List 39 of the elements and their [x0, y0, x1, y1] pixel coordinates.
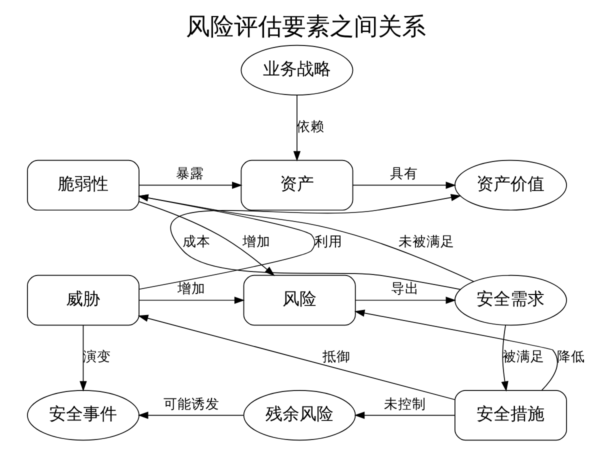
edge-label: 未控制 — [384, 396, 426, 412]
edge-label: 导出 — [391, 281, 420, 298]
arrow — [138, 194, 474, 282]
node-ellipse: 残余风险 — [243, 390, 356, 441]
edge-label: 利用 — [314, 234, 343, 250]
arrow — [354, 310, 558, 391]
arrow — [293, 94, 301, 162]
node-box: 威胁 — [27, 274, 140, 326]
arrow — [501, 324, 508, 392]
edge-label: 可能诱发 — [163, 396, 220, 412]
arrow — [138, 194, 316, 290]
node-ellipse: 业务战略 — [240, 44, 354, 96]
edge-label: 降低 — [556, 349, 585, 366]
arrow — [80, 325, 87, 392]
arrow — [355, 296, 456, 304]
edge-label: 增加 — [242, 234, 271, 250]
arrow — [138, 182, 242, 189]
node-box: 资产 — [240, 160, 354, 211]
arrow — [352, 182, 456, 189]
node-ellipse: 安全需求 — [454, 274, 567, 326]
edge-label: 暴露 — [176, 166, 204, 182]
arrow — [354, 412, 456, 419]
edge-label: 演变 — [82, 349, 111, 366]
node-box: 脆弱性 — [27, 160, 140, 211]
node-box: 风险 — [243, 274, 356, 326]
arrow — [138, 296, 245, 304]
edge-label: 被满足 — [502, 349, 545, 366]
edge-label: 具有 — [390, 166, 418, 182]
edge-label: 抵御 — [322, 349, 350, 366]
arrow — [170, 194, 462, 290]
node-box: 安全措施 — [454, 390, 567, 441]
arrow — [138, 314, 456, 400]
edge-label: 未被满足 — [398, 234, 455, 250]
node-ellipse: 安全事件 — [27, 390, 140, 441]
edge-label: 增加 — [177, 281, 206, 298]
arrow — [138, 412, 244, 419]
diagram-title: 风险评估要素之间关系 — [186, 12, 426, 40]
node-ellipse: 资产价值 — [454, 160, 567, 211]
edge-label: 成本 — [182, 234, 211, 250]
